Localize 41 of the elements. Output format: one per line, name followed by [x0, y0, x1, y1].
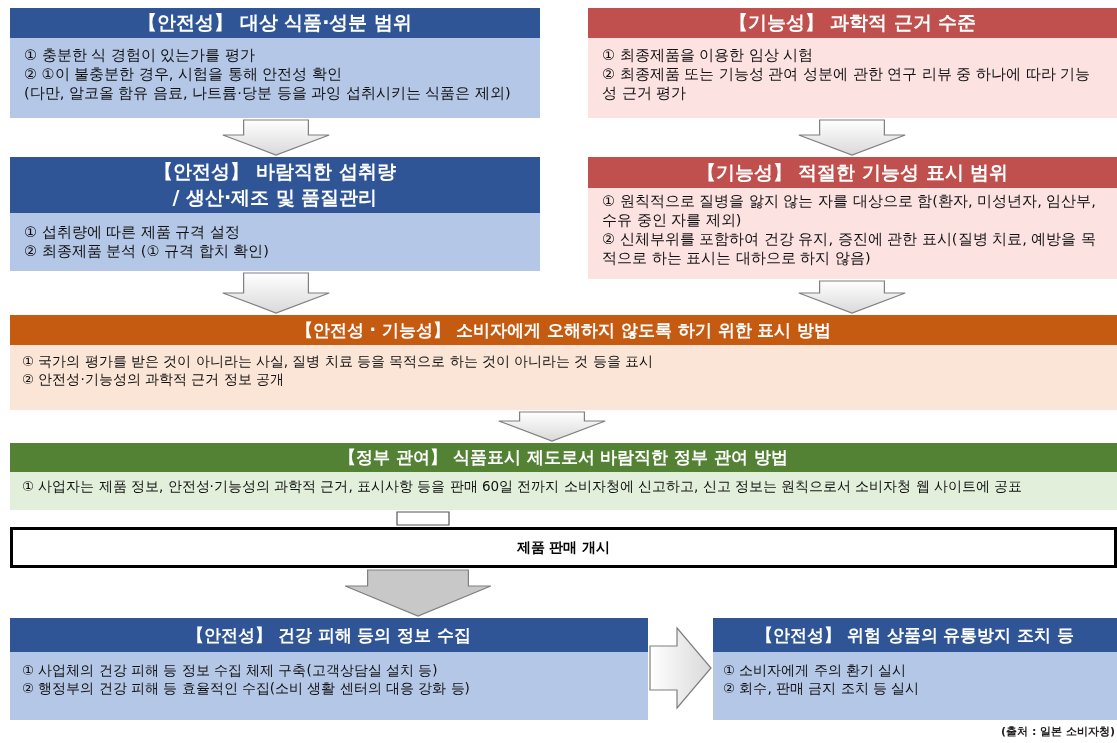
list-item: ① 국가의 평가를 받은 것이 아니라는 사실, 질병 치료 등을 목적으로 하는 것이 아니라는 것 등을 표시: [22, 353, 655, 371]
section-card: [10, 157, 540, 271]
section-card: [10, 8, 540, 118]
list-item: ① 충분한 식 경험이 있는가를 평가: [24, 46, 257, 65]
block-arrow: [798, 280, 906, 314]
block-arrow: [798, 119, 906, 156]
section-heading: 【안전성】 위험 상품의 유통방지 조치 등: [755, 623, 1075, 647]
section-heading: 【안전성】 대상 식품·성분 범위: [137, 10, 413, 35]
section-heading: 【기능성】 적절한 기능성 표시 범위: [696, 159, 1009, 185]
list-item: ① 최종제품을 이용한 임상 시험: [602, 46, 815, 65]
list-item: ① 사업체의 건강 피해 등 정보 수집 체제 구축(고객상담실 설치 등): [22, 662, 439, 680]
list-item: ② 행정부의 건강 피해 등 효율적인 수집(소비 생활 센터의 대응 강화 등): [22, 679, 471, 698]
connector: [396, 511, 450, 526]
list-item: ② 신체부위를 포함하여 건강 유지, 증진에 관한 표시(질병 치료, 예방을 목적으로 하는 표시는 대하으로 하지 않음): [602, 229, 1097, 268]
list-item: ② 최종제품 또는 기능성 관여 성분에 관한 연구 리뷰 중 하나에 따라 기능성 근거 평가: [602, 64, 1092, 103]
section-card: [588, 157, 1117, 279]
list-item: (다만, 알코올 함유 음료, 나트륨·당분 등을 과잉 섭취시키는 식품은 제외): [24, 83, 512, 103]
block-arrow: [222, 119, 330, 156]
list-item: ① 섭취량에 따른 제품 규격 설정: [24, 223, 242, 242]
list-item: ① 소비자에게 주의 환기 실시: [723, 662, 908, 680]
list-item: ② ①이 불충분한 경우, 시험을 통해 안전성 확인: [24, 64, 343, 84]
section-card: [713, 618, 1117, 720]
process-box: 제품 판매 개시: [10, 527, 1117, 568]
section-heading: 【안전성 · 기능성】 소비자에게 오해하지 않도록 하기 위한 표시 방법: [295, 318, 832, 342]
list-item: ① 사업자는 제품 정보, 안전성·기능성의 과학적 근거, 표시사항 등을 판매 60일 전까지 소비자청에 신고하고, 신고 정보는 원칙으로서 소비자청 웹 사이트에 공표: [22, 478, 1024, 496]
list-item: ② 회수, 판매 금지 조치 등 실시: [723, 679, 921, 698]
section-card: [588, 8, 1117, 118]
block-arrow: [344, 569, 492, 617]
block-arrow: [498, 411, 606, 442]
section-card: [10, 443, 1117, 510]
section-heading: 【안전성】 건강 피해 등의 정보 수집: [186, 623, 472, 647]
block-arrow: [222, 272, 330, 314]
section-card: [10, 315, 1117, 410]
list-item: ② 최종제품 분석 (① 규격 합치 확인): [24, 241, 270, 261]
section-heading: 【정부 관여】 식품표시 제도로서 바람직한 정부 관여 방법: [338, 446, 789, 469]
list-item: ① 원칙적으로 질병을 앓지 않는 자를 대상으로 함(환자, 미성년자, 임산부, 수유 중인 자를 제외): [602, 192, 1097, 230]
list-item: ② 안전성·기능성의 과학적 근거 정보 공개: [22, 370, 285, 389]
section-card: [10, 618, 648, 720]
section-heading: 【안전성】 바람직한 섭취량 / 생산·제조 및 품질관리: [153, 159, 397, 210]
section-heading: 【기능성】 과학적 근거 수준: [728, 10, 977, 35]
block-arrow: [649, 626, 712, 710]
